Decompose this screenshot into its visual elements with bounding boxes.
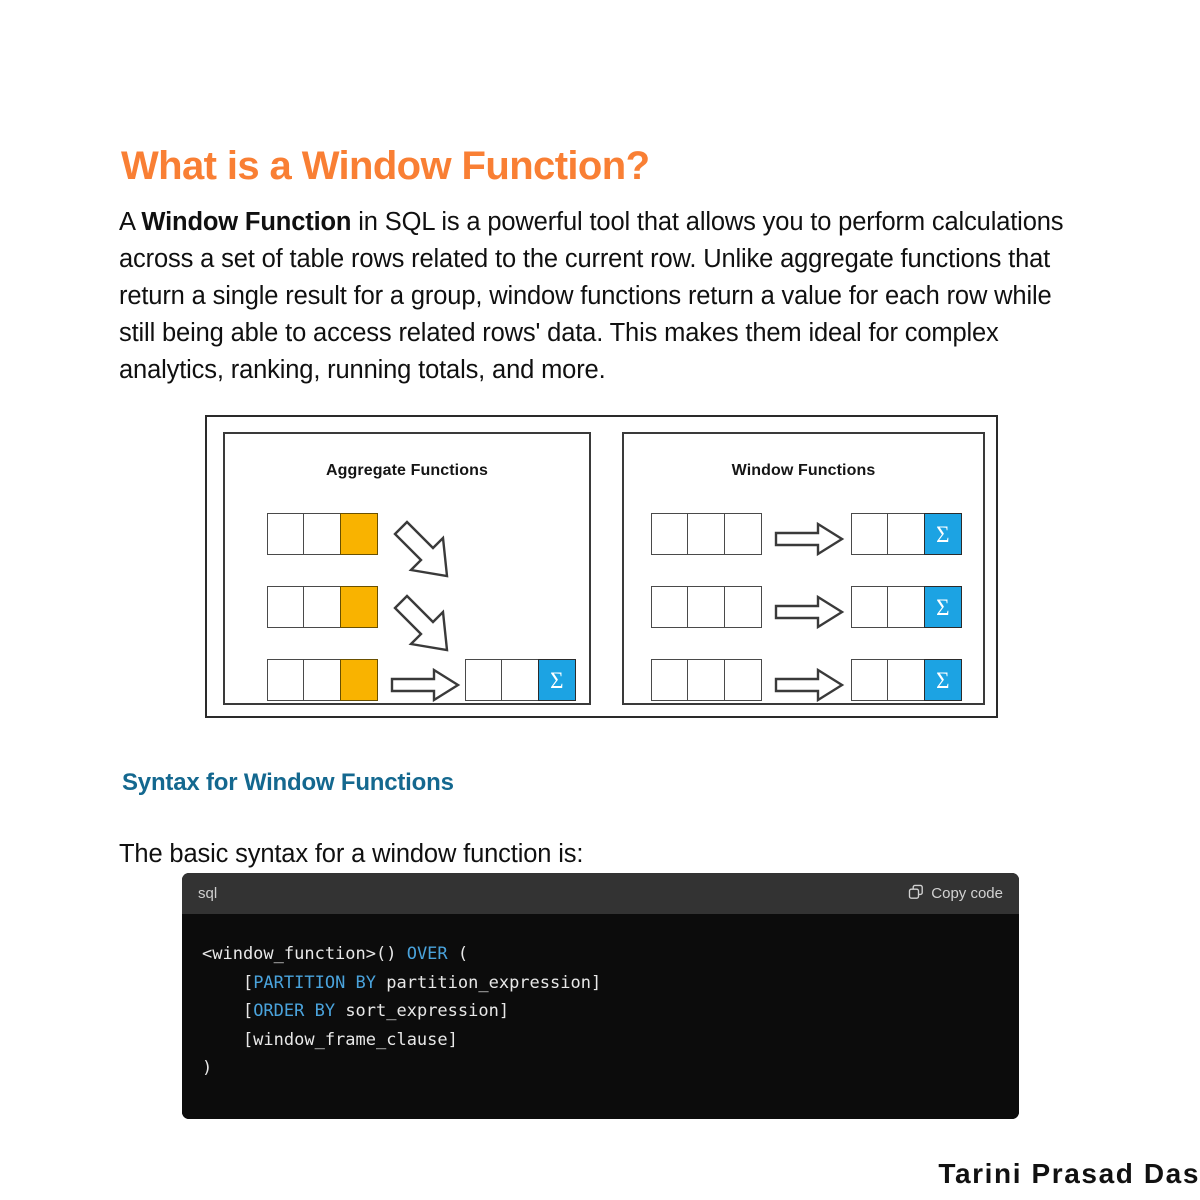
code-language-label: sql <box>198 885 218 902</box>
code-line: [ORDER BY sort_expression] <box>182 997 1019 1026</box>
table-cell-sigma: Σ <box>923 659 962 701</box>
table-cell <box>723 659 762 701</box>
code-content[interactable]: <window_function>() OVER ( [PARTITION BY… <box>182 914 1019 1119</box>
table-cell-sigma: Σ <box>537 659 576 701</box>
table-cell <box>723 586 762 628</box>
comparison-diagram: Aggregate Functions Σ <box>205 415 998 718</box>
table-cell <box>303 659 342 701</box>
table-cell <box>851 513 889 555</box>
syntax-leadin-text: The basic syntax for a window function i… <box>119 839 584 868</box>
intro-paragraph: A Window Function in SQL is a powerful t… <box>119 204 1079 389</box>
table-cell <box>887 586 926 628</box>
table-cell-sigma: Σ <box>923 586 962 628</box>
aggregate-result-row: Σ <box>465 659 576 701</box>
aggregate-functions-panel: Aggregate Functions Σ <box>223 432 591 705</box>
code-block-header: sql Copy code <box>182 873 1019 914</box>
copy-icon <box>908 884 924 904</box>
aggregate-input-row-2 <box>267 586 378 628</box>
window-functions-panel: Window Functions Σ Σ <box>622 432 985 705</box>
author-footer: Tarini Prasad Das <box>938 1158 1200 1189</box>
arrow-straight-window-3 <box>774 667 845 703</box>
copy-code-button[interactable]: Copy code <box>908 884 1003 904</box>
table-cell-highlighted <box>339 659 378 701</box>
window-input-row-2 <box>651 586 762 628</box>
arrow-straight-1 <box>390 667 461 703</box>
table-cell <box>651 513 689 555</box>
arrow-diagonal-1 <box>393 520 449 578</box>
table-cell <box>303 513 342 555</box>
arrow-straight-window-1 <box>774 521 845 557</box>
arrow-straight-window-2 <box>774 594 845 630</box>
code-text: sort_expression] <box>335 1001 510 1021</box>
code-text: partition_expression] <box>376 972 602 993</box>
window-panel-title: Window Functions <box>731 462 876 479</box>
table-cell-highlighted <box>339 513 378 555</box>
code-keyword: OVER <box>406 944 448 964</box>
table-cell <box>887 513 926 555</box>
table-cell <box>687 659 726 701</box>
aggregate-input-row-1 <box>267 513 378 555</box>
code-block: sql Copy code <window_function>() OVER (… <box>182 873 1019 1119</box>
table-cell <box>303 586 342 628</box>
code-text: [ <box>202 1001 254 1021</box>
aggregate-input-row-3 <box>267 659 378 701</box>
code-keyword: PARTITION BY <box>253 972 377 993</box>
code-text: ) <box>202 1058 213 1078</box>
table-cell <box>851 659 889 701</box>
code-text: [window_frame_clause] <box>202 1029 458 1050</box>
table-cell <box>267 513 305 555</box>
table-cell <box>651 659 689 701</box>
syntax-subheading: Syntax for Window Functions <box>122 768 454 796</box>
arrow-diagonal-2 <box>393 594 449 652</box>
code-line: <window_function>() OVER ( <box>182 940 1019 969</box>
intro-lead: A <box>119 207 142 236</box>
table-cell <box>851 586 889 628</box>
table-cell <box>267 586 305 628</box>
window-input-row-1 <box>651 513 762 555</box>
page-title: What is a Window Function? <box>121 143 650 188</box>
code-keyword: ORDER BY <box>253 1001 336 1021</box>
table-cell <box>687 586 726 628</box>
table-cell-sigma: Σ <box>923 513 962 555</box>
window-output-row-2: Σ <box>851 586 962 628</box>
code-line: [window_frame_clause] <box>182 1026 1019 1055</box>
code-text: ( <box>447 944 469 964</box>
window-output-row-3: Σ <box>851 659 962 701</box>
table-cell <box>723 513 762 555</box>
table-cell <box>687 513 726 555</box>
code-text: <window_function>() <box>202 944 407 964</box>
window-input-row-3 <box>651 659 762 701</box>
table-cell <box>651 586 689 628</box>
code-line: [PARTITION BY partition_expression] <box>182 969 1019 998</box>
copy-code-label: Copy code <box>931 885 1003 902</box>
window-output-row-1: Σ <box>851 513 962 555</box>
table-cell <box>887 659 926 701</box>
code-line: ) <box>182 1054 1019 1083</box>
table-cell <box>465 659 503 701</box>
code-text: [ <box>202 972 254 993</box>
table-cell <box>501 659 540 701</box>
table-cell-highlighted <box>339 586 378 628</box>
intro-rest: in SQL is a powerful tool that allows yo… <box>119 207 1064 384</box>
aggregate-panel-title: Aggregate Functions <box>326 462 488 479</box>
intro-bold-term: Window Function <box>141 207 352 236</box>
table-cell <box>267 659 305 701</box>
